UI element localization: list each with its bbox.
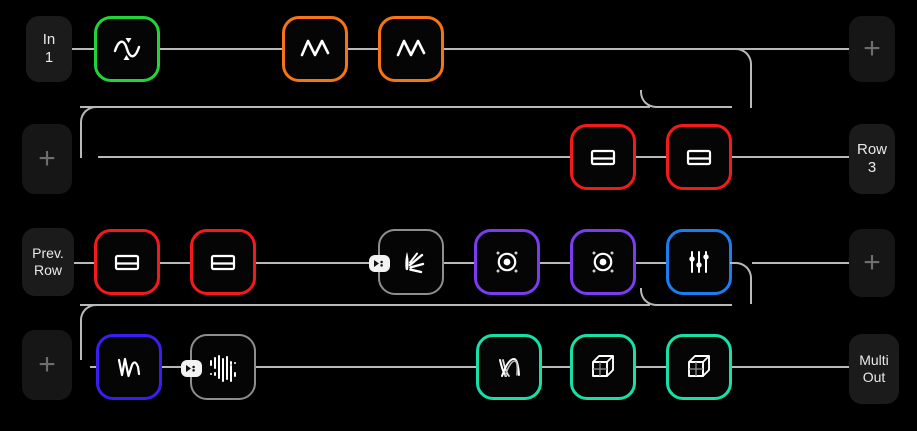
- row-2-output-label[interactable]: Row 3: [849, 124, 895, 194]
- row-3-add-button[interactable]: +: [849, 229, 895, 297]
- burst-spark-icon: [391, 242, 431, 282]
- node-wire-cube-1[interactable]: [570, 334, 636, 400]
- split-band-icon: [679, 137, 719, 177]
- wrap-row3-to-row4-bottom: [640, 288, 732, 306]
- wrap-row4-left-turn: [80, 304, 100, 360]
- chorus-strands-icon: [489, 347, 529, 387]
- wrap-row1-to-row2-bottom: [640, 90, 732, 108]
- wire-cube-icon: [583, 347, 623, 387]
- input-label-line1: In: [42, 30, 56, 48]
- add-button-label: +: [863, 245, 881, 279]
- row-4-output-label[interactable]: Multi Out: [849, 334, 899, 404]
- node-sine-wave-mod[interactable]: [94, 16, 160, 82]
- add-button-label: +: [38, 141, 56, 175]
- wire-n7-to-n8: [256, 262, 378, 264]
- wire-n4-to-n5: [636, 156, 666, 158]
- node-split-band-4[interactable]: [190, 229, 256, 295]
- node-wire-cube-2[interactable]: [666, 334, 732, 400]
- node-jagged-wave[interactable]: [96, 334, 162, 400]
- split-band-icon: [583, 137, 623, 177]
- node-split-band-1[interactable]: [570, 124, 636, 190]
- wire-prevrow-to-n6: [74, 262, 94, 264]
- add-button-label: +: [38, 347, 56, 381]
- wrap-row1-to-row2-corner: [730, 48, 752, 108]
- split-band-icon: [107, 242, 147, 282]
- node-mixer-faders[interactable]: [666, 229, 732, 295]
- wire-n14-to-n15: [542, 366, 570, 368]
- node-split-band-2[interactable]: [666, 124, 732, 190]
- output-label-line2: 3: [867, 159, 877, 176]
- wire-n5-to-row3-label: [732, 156, 849, 158]
- node-reverb-ring-2[interactable]: [570, 229, 636, 295]
- wire-n15-to-n16: [636, 366, 666, 368]
- node-chorus-strands[interactable]: [476, 334, 542, 400]
- row-4-add-button[interactable]: +: [22, 330, 72, 400]
- wire-row2-start: [98, 156, 570, 158]
- wire-n10-to-n11: [636, 262, 666, 264]
- prev-row-label-line1: Prev.: [32, 244, 64, 261]
- wire-n11-to-row3-end: [752, 262, 852, 264]
- wire-cube-icon: [679, 347, 719, 387]
- wrap-row1-to-row2-run: [80, 106, 650, 108]
- mixer-faders-icon: [679, 242, 719, 282]
- wire-n1-to-n2: [160, 48, 282, 50]
- row-3-input-label[interactable]: Prev. Row: [22, 228, 74, 296]
- node-triangle-wave-1[interactable]: [282, 16, 348, 82]
- wire-n16-to-multiout: [732, 366, 849, 368]
- node-reverb-ring-1[interactable]: [474, 229, 540, 295]
- add-button-label: +: [863, 31, 881, 65]
- wire-row4-start: [90, 366, 96, 368]
- reverb-ring-icon: [487, 242, 527, 282]
- wire-n13-to-n14: [256, 366, 476, 368]
- wrap-row3-to-row4-corner: [730, 262, 752, 304]
- wire-n9-to-n10: [540, 262, 570, 264]
- wire-in1-to-n1: [72, 48, 94, 50]
- wire-n2-to-n3: [348, 48, 378, 50]
- node-burst-spark[interactable]: [369, 229, 444, 295]
- row-1-add-button[interactable]: +: [849, 16, 895, 82]
- wire-n6-to-n7: [160, 262, 190, 264]
- jagged-wave-icon: [109, 347, 149, 387]
- wire-n3-to-row1-end: [444, 48, 852, 50]
- sine-wave-mod-icon: [107, 29, 147, 69]
- node-spectrum-bars[interactable]: [181, 334, 256, 400]
- prev-row-label-line2: Row: [33, 262, 62, 278]
- multi-out-label-line1: Multi: [859, 351, 889, 368]
- input-label-line2: 1: [44, 49, 54, 66]
- row-1-input-label[interactable]: In 1: [26, 16, 72, 82]
- preview-badge[interactable]: [369, 255, 390, 272]
- wrap-row3-to-row4-run: [80, 304, 650, 306]
- node-split-band-3[interactable]: [94, 229, 160, 295]
- multi-out-label-line2: Out: [862, 369, 886, 385]
- split-band-icon: [203, 242, 243, 282]
- reverb-ring-icon: [583, 242, 623, 282]
- node-triangle-wave-2[interactable]: [378, 16, 444, 82]
- row-2-add-button[interactable]: +: [22, 124, 72, 194]
- preview-badge[interactable]: [181, 360, 202, 377]
- triangle-wave-icon: [295, 29, 335, 69]
- output-label-line1: Row: [856, 140, 887, 158]
- wrap-row2-left-turn: [80, 106, 100, 158]
- wire-n8-to-n9: [444, 262, 474, 264]
- spectrum-bars-icon: [202, 347, 244, 387]
- wire-n12-to-n13: [162, 366, 190, 368]
- triangle-wave-icon: [391, 29, 431, 69]
